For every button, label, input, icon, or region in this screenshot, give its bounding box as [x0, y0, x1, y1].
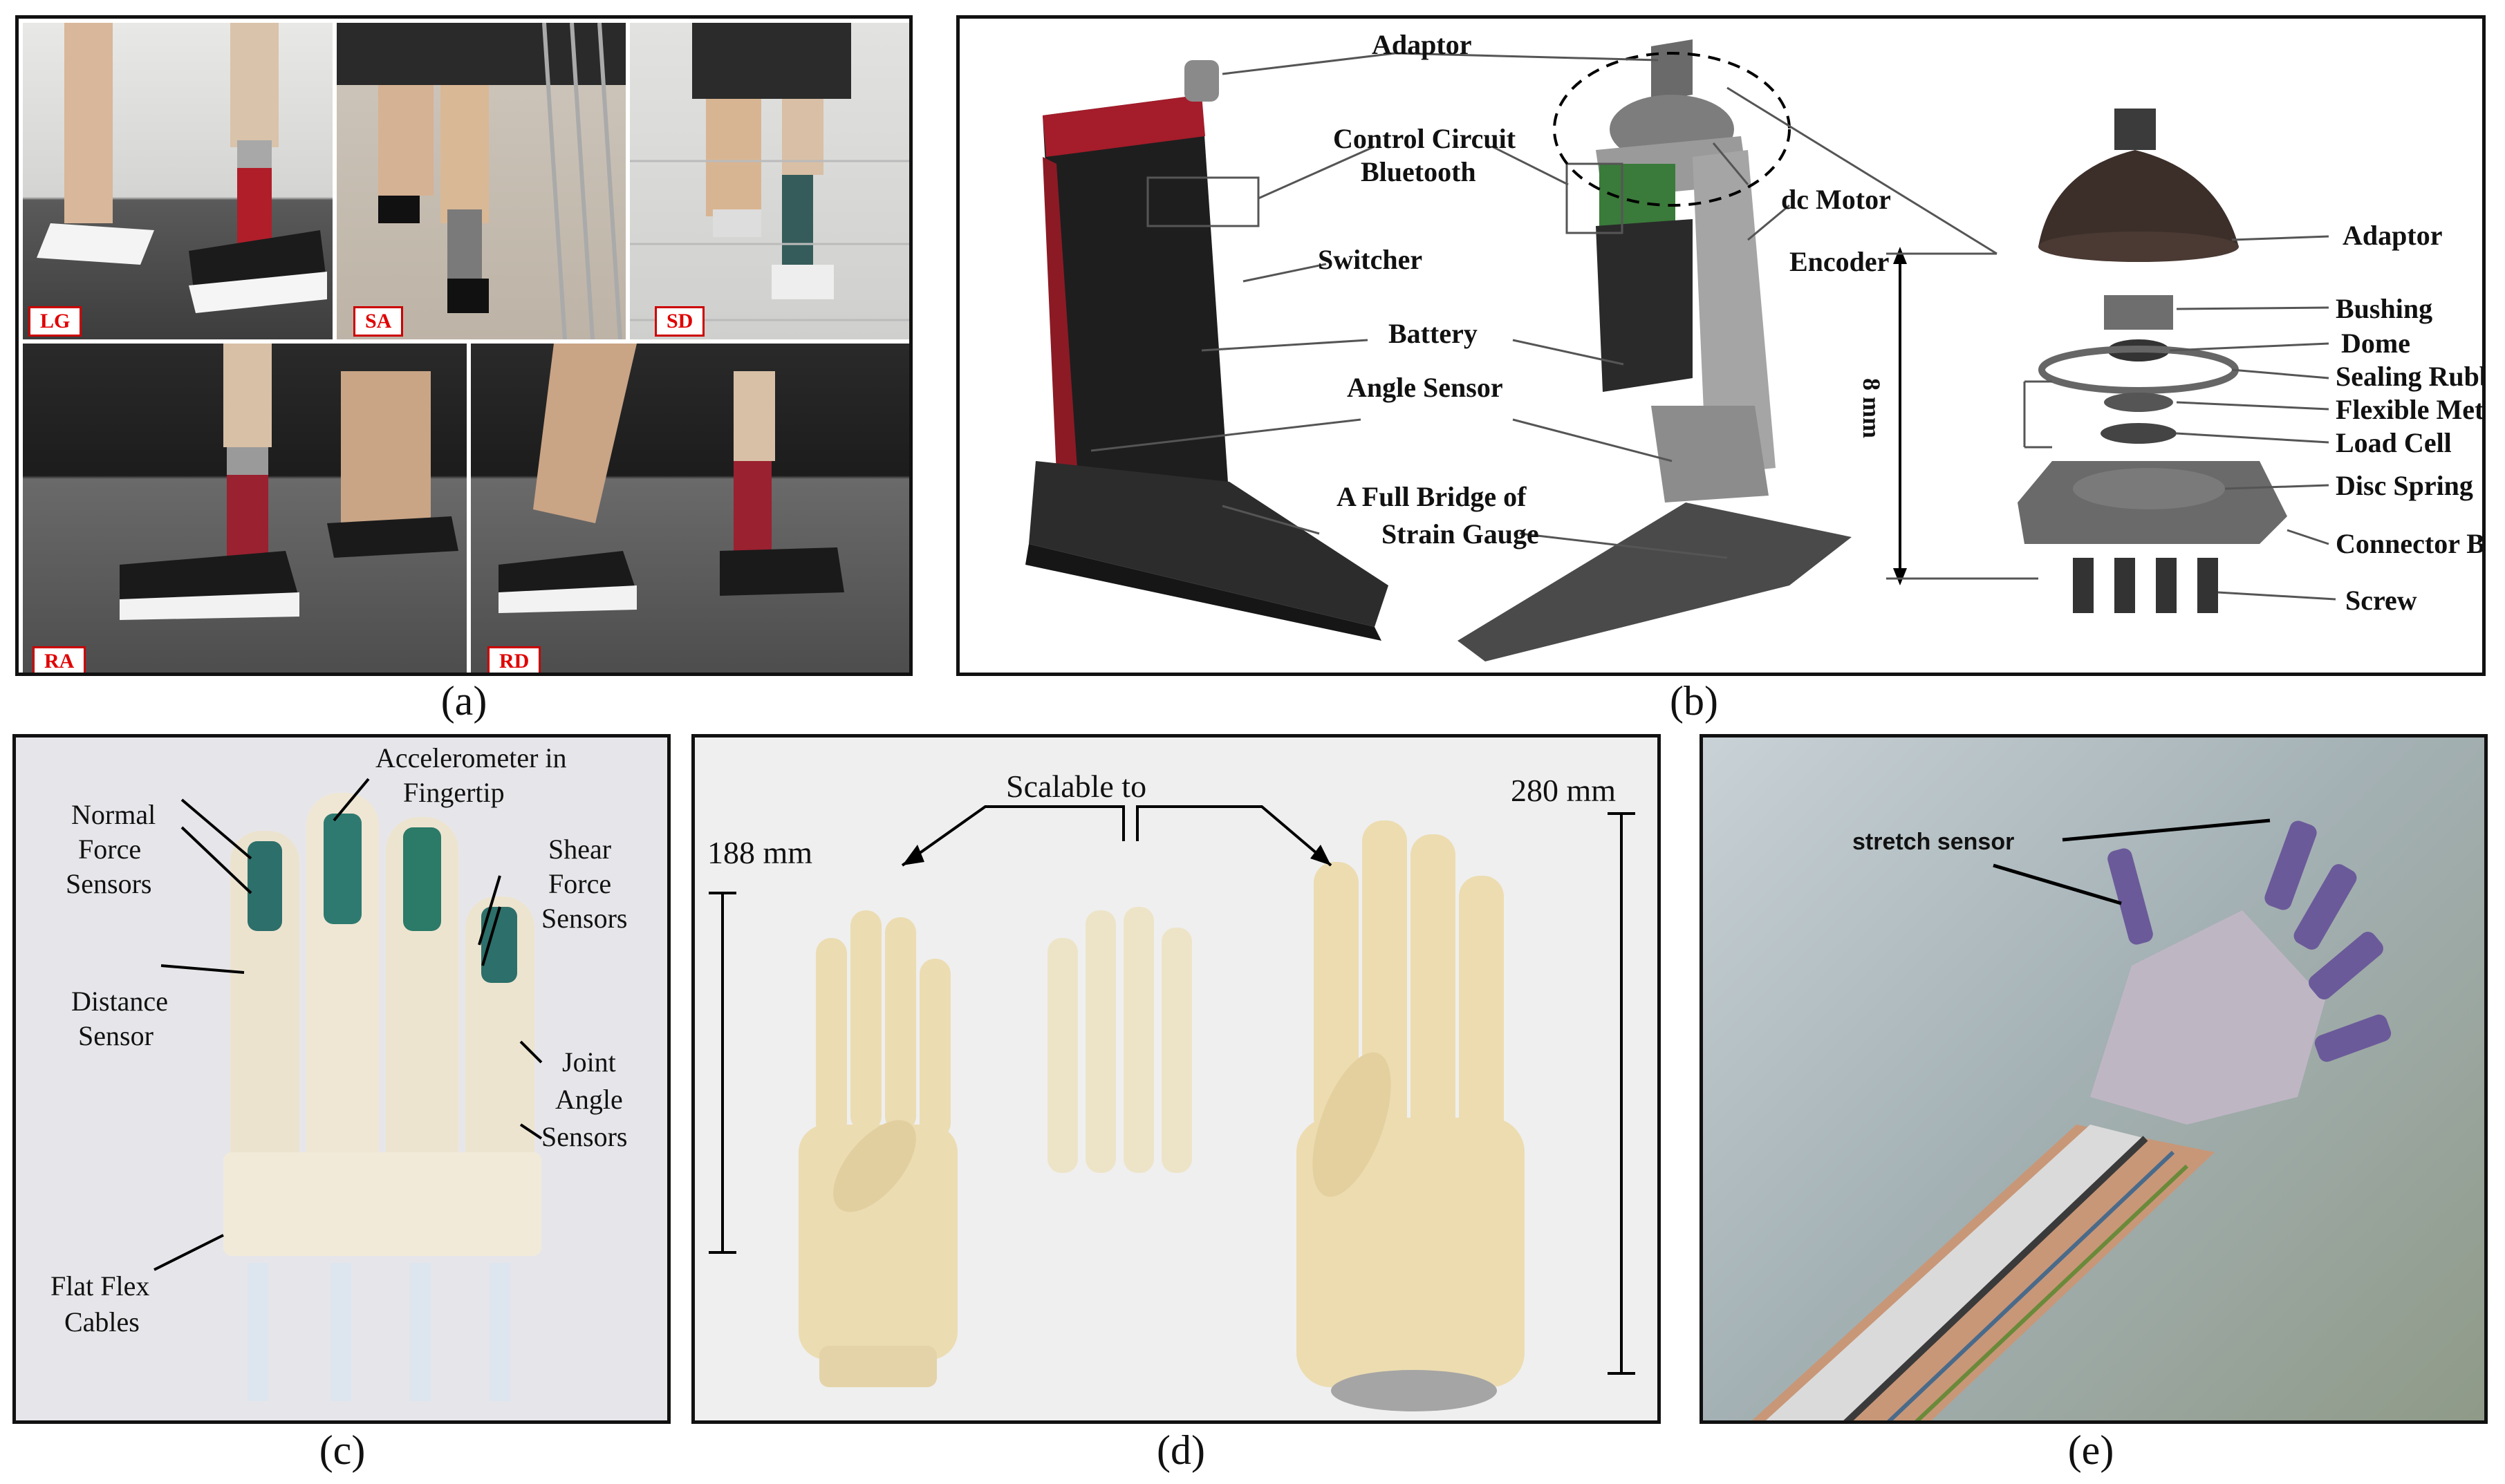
label-encoder: Encoder	[1789, 246, 1890, 277]
label-shear-3: Sensors	[541, 903, 628, 934]
caption-c: (c)	[319, 1427, 366, 1473]
label-switcher: Switcher	[1318, 244, 1423, 275]
tag-lg: LG	[28, 306, 82, 337]
label-joint-3: Sensors	[541, 1121, 628, 1152]
ra-figure	[120, 344, 458, 620]
label-battery: Battery	[1388, 318, 1478, 349]
label-280mm: 280 mm	[1511, 773, 1617, 808]
sa-figure	[337, 23, 626, 339]
label-sealing-ring: Sealing Rubber Ring	[2336, 361, 2482, 392]
label-distance-1: Distance	[71, 986, 168, 1017]
label-adaptor-right: Adaptor	[2343, 220, 2443, 251]
fingers-center	[1047, 907, 1192, 1173]
lg-figure	[37, 23, 327, 313]
caption-d: (d)	[1157, 1427, 1205, 1473]
label-angle-sensor: Angle Sensor	[1347, 372, 1503, 403]
finger-3	[386, 817, 458, 1239]
hand-large	[1296, 820, 1525, 1411]
label-metal-gasket: Flexible Metal Gasket	[2336, 394, 2484, 425]
prosthesis-left	[1025, 60, 1388, 641]
hand-small	[799, 910, 958, 1387]
label-normal-3: Sensors	[66, 868, 152, 899]
photo-sd: SD	[630, 23, 909, 339]
label-joint-1: Joint	[562, 1046, 616, 1078]
label-shear-2: Force	[548, 868, 612, 899]
prosthesis-diagram	[1025, 39, 2336, 661]
panel-e: stretch sensor	[1700, 734, 2488, 1424]
photo-rd: RD	[471, 344, 909, 673]
label-adaptor-left: Adaptor	[1372, 29, 1472, 60]
exploded-view	[1886, 109, 2287, 613]
caption-e: (e)	[2067, 1427, 2114, 1473]
photo-ra: RA	[23, 344, 467, 673]
tag-sa: SA	[353, 306, 404, 337]
finger-1	[230, 831, 299, 1218]
tag-sd: SD	[655, 306, 705, 337]
photo-sa: SA	[337, 23, 626, 339]
panel-b: Adaptor Control Circuit Bluetooth dc Mot…	[956, 15, 2486, 676]
label-dc-motor: dc Motor	[1781, 184, 1891, 215]
label-bluetooth: Bluetooth	[1361, 156, 1476, 187]
photo-lg: LG	[23, 23, 333, 339]
label-full-bridge-2: Strain Gauge	[1381, 518, 1539, 550]
label-flat-2: Cables	[64, 1306, 140, 1337]
leader-lines	[1090, 52, 2336, 601]
label-screw: Screw	[2345, 585, 2417, 616]
label-dome: Dome	[2341, 328, 2410, 359]
label-full-bridge-1: A Full Bridge of	[1337, 481, 1527, 512]
panel-a: LG SA SD	[15, 15, 913, 676]
caption-b: (b)	[1670, 678, 1718, 724]
scalable-hand-figure	[709, 805, 1635, 1411]
label-load-cell: Load Cell	[2336, 427, 2452, 458]
label-accel-1: Accelerometer in	[375, 742, 567, 773]
prosthesis-internal	[1458, 39, 1852, 661]
panel-d: Scalable to 188 mm 280 mm	[691, 734, 1661, 1424]
label-accel-2: Fingertip	[403, 777, 505, 808]
label-distance-2: Sensor	[78, 1020, 153, 1051]
label-bushing: Bushing	[2336, 293, 2433, 324]
label-joint-2: Angle	[555, 1084, 623, 1115]
finger-2	[306, 793, 379, 1235]
finger-sensors-figure	[153, 778, 543, 1401]
panel-c: Accelerometer in Fingertip Normal Force …	[12, 734, 671, 1424]
rd-figure	[499, 344, 844, 613]
label-shear-1: Shear	[548, 834, 612, 865]
label-188mm: 188 mm	[707, 835, 813, 870]
label-normal-1: Normal	[71, 799, 156, 830]
exoskeleton-photo	[1751, 818, 2392, 1420]
label-connector-base: Connector Base	[2336, 528, 2485, 559]
sd-figure	[630, 23, 909, 321]
label-flat-1: Flat Flex	[50, 1270, 150, 1302]
tag-rd: RD	[487, 646, 541, 673]
label-disc-spring: Disc Spring	[2336, 470, 2473, 501]
tag-ra: RA	[32, 646, 86, 673]
label-stretch-sensor: stretch sensor	[1852, 829, 2015, 855]
label-control-circuit: Control Circuit	[1333, 123, 1516, 154]
caption-a: (a)	[440, 678, 487, 724]
label-normal-2: Force	[78, 834, 142, 865]
label-dimension: 8 mm	[1858, 378, 1885, 438]
label-scalable: Scalable to	[1006, 769, 1147, 804]
